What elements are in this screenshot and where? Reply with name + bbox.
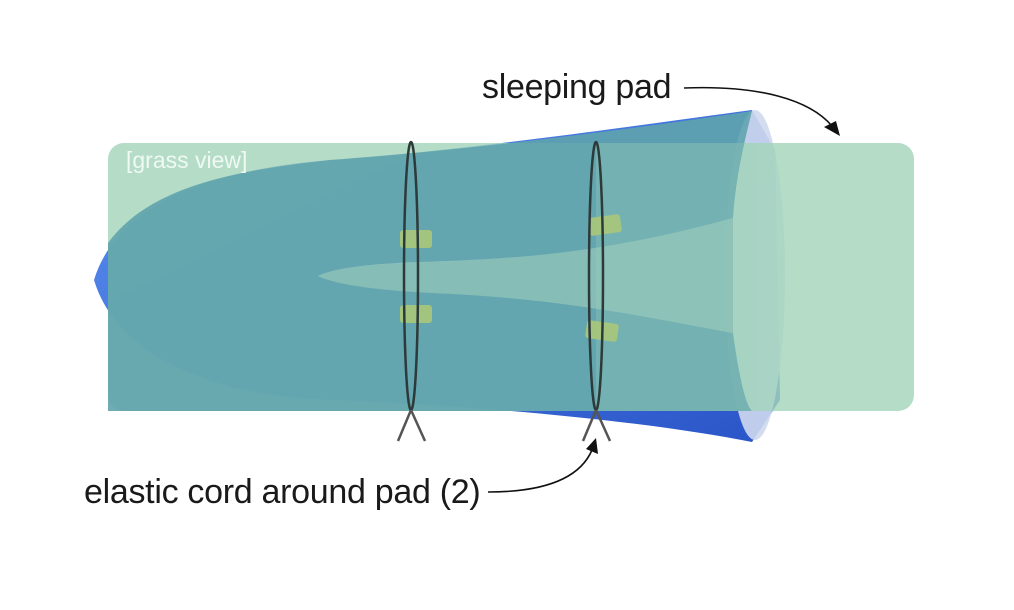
- grass-view-label: [grass view]: [126, 147, 248, 173]
- cord-tab: [400, 230, 432, 248]
- sleeping-pad-arrow: [683, 86, 833, 127]
- elastic-cord-arrow: [487, 449, 593, 493]
- cord-end-1a: [396, 409, 413, 442]
- sleeping-pad-arrowhead: [824, 121, 840, 136]
- pad-right-fade: [596, 143, 756, 411]
- elastic-cord-arrowhead: [586, 438, 598, 454]
- cord-end-1b: [409, 409, 427, 442]
- cord-tab: [400, 305, 432, 323]
- cord-end-2a: [581, 409, 598, 442]
- elastic-cord-label: elastic cord around pad (2): [84, 473, 481, 511]
- cord-end-2b: [594, 409, 612, 442]
- sleeping-pad-label: sleeping pad: [482, 68, 672, 106]
- cord-tab: [588, 214, 622, 236]
- pad-center-slit: [318, 218, 733, 333]
